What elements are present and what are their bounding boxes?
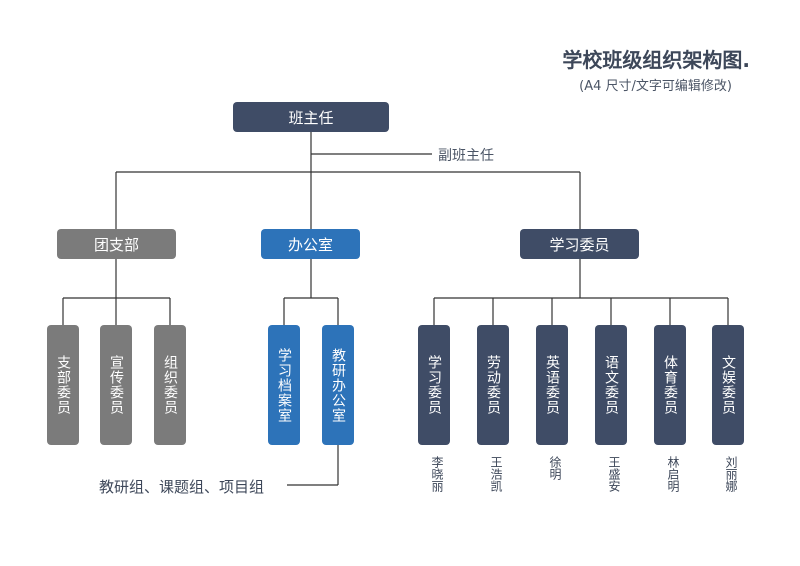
- chart-title: 学校班级组织架构图.: [562, 48, 750, 72]
- node-zuzhi-weiyuan: 组织委员: [154, 325, 186, 445]
- member-name: 林启明: [666, 456, 680, 492]
- node-english-committee: 英语委员: [536, 325, 568, 445]
- node-teaching-research-office: 教研办公室: [322, 325, 354, 445]
- node-study-archive-room: 学习档案室: [268, 325, 300, 445]
- member-name: 王浩凯: [489, 456, 503, 492]
- member-name: 李晓丽: [430, 456, 444, 492]
- node-zhibu-weiyuan: 支部委员: [47, 325, 79, 445]
- node-labor-committee: 劳动委员: [477, 325, 509, 445]
- node-study-committee: 学习委员: [418, 325, 450, 445]
- member-name: 徐明: [548, 456, 562, 480]
- node-tuanzhibu: 团支部: [57, 229, 176, 259]
- label-office-note: 教研组、课题组、项目组: [99, 478, 265, 496]
- node-sports-committee: 体育委员: [654, 325, 686, 445]
- node-bangongshi: 办公室: [261, 229, 360, 259]
- member-name: 王盛安: [607, 456, 621, 492]
- node-xuanchuan-weiyuan: 宣传委员: [100, 325, 132, 445]
- node-chinese-committee: 语文委员: [595, 325, 627, 445]
- chart-subtitle: (A4 尺寸/文字可编辑修改): [579, 79, 732, 94]
- node-arts-committee: 文娱委员: [712, 325, 744, 445]
- member-name: 刘丽娜: [724, 456, 738, 492]
- node-xuexiweiyuan: 学习委员: [520, 229, 639, 259]
- node-head-teacher: 班主任: [233, 102, 389, 132]
- label-deputy-head-teacher: 副班主任: [438, 148, 494, 164]
